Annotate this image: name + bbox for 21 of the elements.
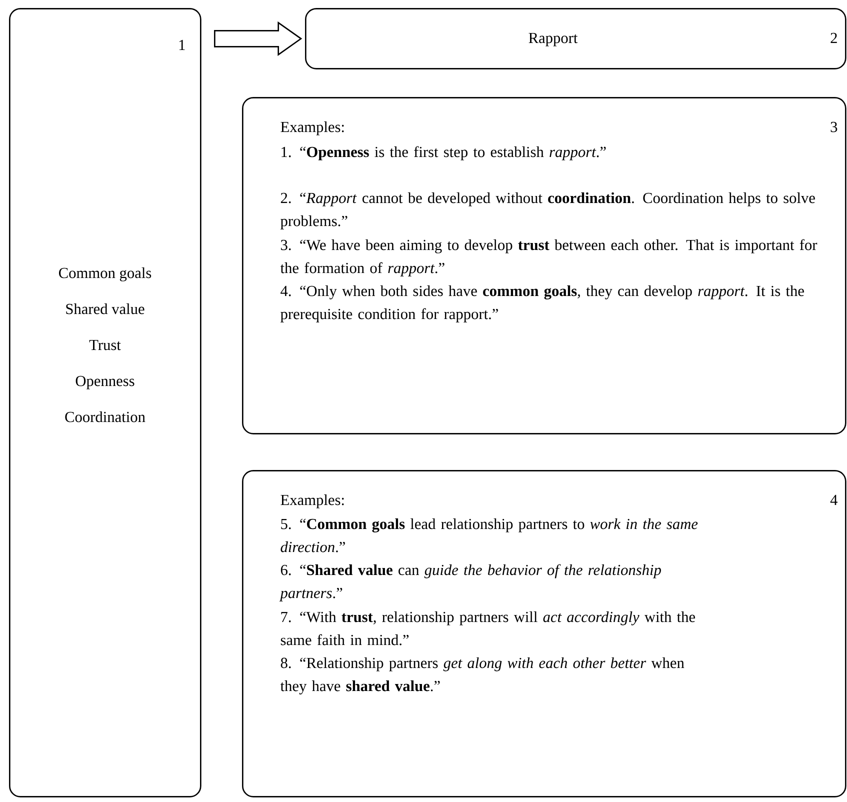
quote-text: 5. “Common goals lead relationship partners to work in the same direction.” — [280, 518, 698, 552]
concept-label: Coordination — [65, 411, 146, 422]
examples-heading: Examples: — [280, 121, 344, 136]
quote-text: 7. “With trust, relationship partners will act accordingly with the same faith in mind.” — [280, 611, 695, 646]
box-number: 2 — [830, 32, 837, 43]
block-arrow — [214, 21, 302, 56]
concept-label: Rapport — [528, 32, 578, 46]
quote-text: 6. “Shared value can guide the behavior of the relationship partners.” — [279, 564, 661, 602]
box-number: 4 — [830, 494, 838, 505]
quote-text: 1. “Openness is the first step to establish rapport.” — [282, 146, 606, 160]
concept-label: Openness — [76, 376, 134, 390]
quote-text: 2. “Rapport cannot be developed without coordination. Coordination helps to solve problems.” — [280, 192, 815, 230]
concept-label: Common goals — [59, 267, 152, 282]
quote-text: 3. “We have been aiming to develop trust between each other. That is important for the formation of rapport.” — [280, 239, 818, 276]
examples-heading: Examples: — [280, 494, 344, 508]
concept-label: Trust — [89, 340, 121, 350]
box-number: 3 — [830, 122, 838, 132]
concept-label: Shared value — [66, 303, 144, 314]
quote-text: 4. “Only when both sides have common goals, they can develop rapport. It is the prerequisite condition for rapport.” — [280, 285, 804, 322]
quote-text: 8. “Relationship partners get along with each other better when they have shared value.” — [280, 657, 684, 694]
box-number: 1 — [179, 40, 185, 50]
